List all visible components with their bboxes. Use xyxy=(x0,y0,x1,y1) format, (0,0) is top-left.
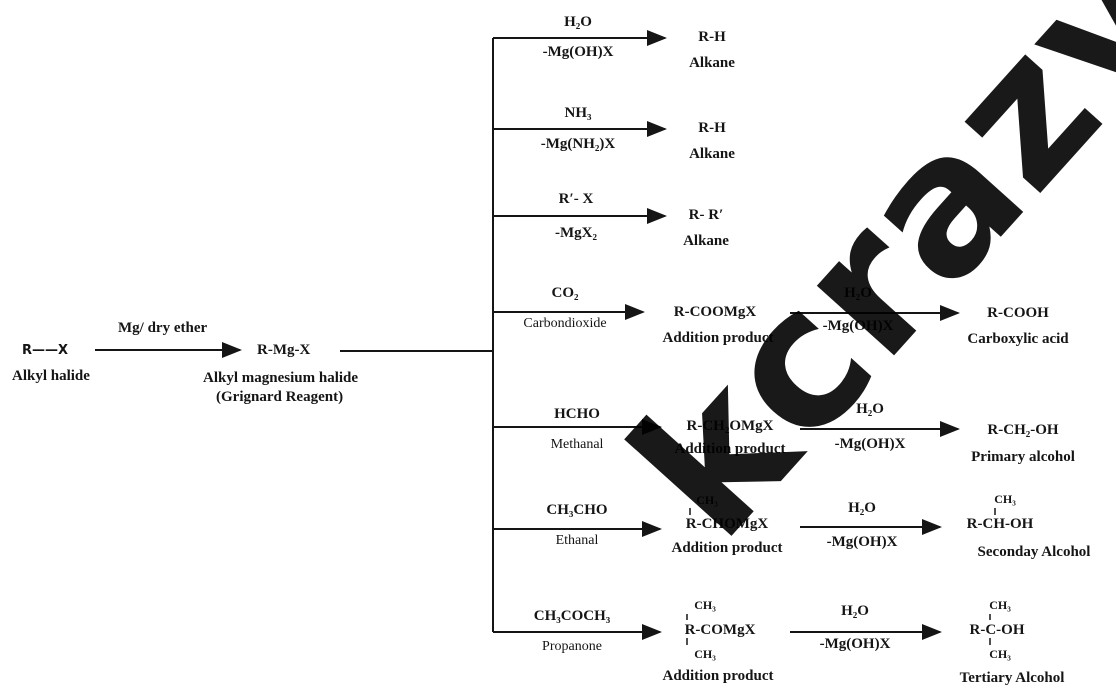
branch4-byproduct: -Mg(OH)X xyxy=(822,318,894,334)
branch6-product: R-CH-OH xyxy=(966,516,1034,532)
branch4-intermediate-label: Addition product xyxy=(662,330,774,346)
branch4-product-label: Carboxylic acid xyxy=(967,331,1069,347)
branch5-reagent-name: Methanal xyxy=(550,437,604,452)
branch5-byproduct: -Mg(OH)X xyxy=(834,436,906,452)
grignard-label-2: (Grignard Reagent) xyxy=(216,389,344,405)
branch5-water: H₂O xyxy=(856,401,884,417)
branch6-intermediate-substituent: CH₃ xyxy=(696,493,718,507)
branch6-reagent-name: Ethanal xyxy=(555,533,599,548)
branch3-product-label: Alkane xyxy=(683,233,729,249)
branch2-reagent: NH₃ xyxy=(564,105,592,121)
branch7-product: R-C-OH xyxy=(969,622,1025,638)
branch4-product: R-COOH xyxy=(987,305,1049,321)
branch5-intermediate: R-CH₂OMgX xyxy=(686,418,774,434)
branch7-product-label: Tertiary Alcohol xyxy=(959,670,1065,686)
branch1-product-label: Alkane xyxy=(689,55,735,71)
branch2-product-label: Alkane xyxy=(689,146,735,162)
branch3-byproduct: -MgX₂ xyxy=(555,225,597,241)
branch4-reagent-name: Carbondioxide xyxy=(523,316,607,331)
branch1-reagent: H₂O xyxy=(564,14,592,30)
grignard-formula: R-Mg-X xyxy=(257,342,311,358)
branch5-reagent: HCHO xyxy=(554,406,600,422)
branch7-intermediate-top: CH₃ xyxy=(694,598,716,612)
branch6-water: H₂O xyxy=(848,500,876,516)
branch7-intermediate: R-COMgX xyxy=(684,622,756,638)
branch6-product-label: Seconday Alcohol xyxy=(977,544,1091,560)
branch6-byproduct: -Mg(OH)X xyxy=(826,534,898,550)
branch7-reagent: CH₃COCH₃ xyxy=(533,608,611,624)
branch4-reagent: CO₂ xyxy=(551,285,579,301)
branch7-product-top: CH₃ xyxy=(989,598,1011,612)
branch6-intermediate-label: Addition product xyxy=(671,540,783,556)
branch5-intermediate-label: Addition product xyxy=(674,441,786,457)
branch6-intermediate: R-CHOMgX xyxy=(685,516,769,532)
branch6-reagent: CH₃CHO xyxy=(546,502,608,518)
branch5-product: R-CH₂-OH xyxy=(987,422,1059,438)
branch4-water: H₂O xyxy=(844,285,872,301)
branch3-reagent: R′- X xyxy=(558,191,594,207)
branch7-intermediate-label: Addition product xyxy=(662,668,774,684)
branch2-byproduct: -Mg(NH₂)X xyxy=(540,136,616,152)
branch7-reagent-name: Propanone xyxy=(542,639,602,654)
branch7-water: H₂O xyxy=(841,603,869,619)
branch7-intermediate-bottom: CH₃ xyxy=(694,647,716,661)
reaction-condition: Mg/ dry ether xyxy=(118,320,208,336)
branch7-product-bottom: CH₃ xyxy=(989,647,1011,661)
branch3-product: R- R′ xyxy=(688,207,724,223)
branch2-product: R-H xyxy=(698,120,726,136)
reactant-label: Alkyl halide xyxy=(12,368,90,384)
branch4-intermediate: R-COOMgX xyxy=(673,304,757,320)
branch1-product: R-H xyxy=(698,29,726,45)
branch1-byproduct: -Mg(OH)X xyxy=(542,44,614,60)
reactant-formula: R——X xyxy=(22,343,69,358)
branch5-product-label: Primary alcohol xyxy=(971,449,1075,465)
grignard-label: Alkyl magnesium halide xyxy=(203,370,359,386)
branch7-byproduct: -Mg(OH)X xyxy=(819,636,891,652)
branch6-product-substituent: CH₃ xyxy=(994,492,1016,506)
